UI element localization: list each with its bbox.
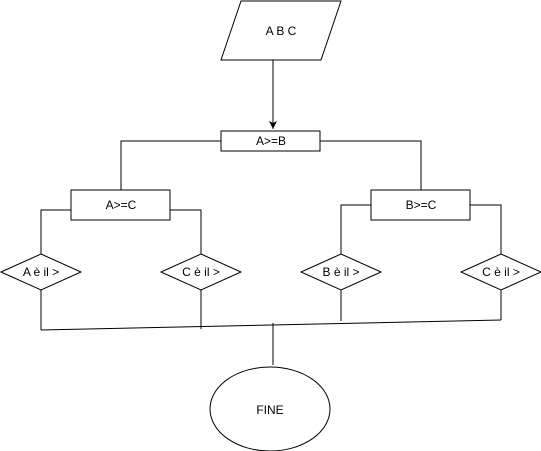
connector-ac-left — [40, 209, 71, 254]
result-r4: C è il > — [459, 253, 541, 291]
decision-ac-label: A>=C — [106, 198, 137, 212]
connector-ac-right — [170, 209, 202, 254]
decision-bc-label: B>=C — [406, 198, 437, 212]
connector-ab-left — [120, 140, 221, 190]
result-r2-diamond — [159, 253, 243, 291]
end-label: FINE — [256, 403, 283, 417]
connector-ab-right — [320, 140, 422, 190]
result-r3-diamond — [299, 253, 383, 291]
result-r1: A è il > — [0, 253, 83, 291]
decision-ac: A>=C — [70, 189, 171, 221]
decision-bc-box — [370, 189, 471, 221]
end-node: FINE — [209, 366, 331, 451]
connector-bc-left — [340, 204, 371, 254]
connector-bc-right — [470, 204, 502, 254]
result-r2-label: C è il > — [182, 265, 220, 279]
result-r4-diamond — [459, 253, 541, 291]
connector-lines — [40, 60, 502, 365]
input-parallelogram — [220, 0, 342, 61]
result-r1-label: A è il > — [23, 265, 59, 279]
input-node: A B C — [220, 0, 342, 61]
result-r3-label: B è il > — [322, 265, 359, 279]
result-r3: B è il > — [299, 253, 383, 291]
decision-bc: B>=C — [370, 189, 471, 221]
result-r4-label: C è il > — [482, 265, 520, 279]
result-r1-diamond — [0, 253, 83, 291]
decision-ab-box — [220, 130, 321, 152]
decision-ab: A>=B — [220, 130, 321, 152]
decision-ab-label: A>=B — [256, 134, 286, 148]
input-label: A B C — [266, 24, 297, 38]
result-r2: C è il > — [159, 253, 243, 291]
decision-ac-box — [70, 189, 171, 221]
merge-line — [40, 319, 502, 331]
end-ellipse — [209, 366, 331, 451]
